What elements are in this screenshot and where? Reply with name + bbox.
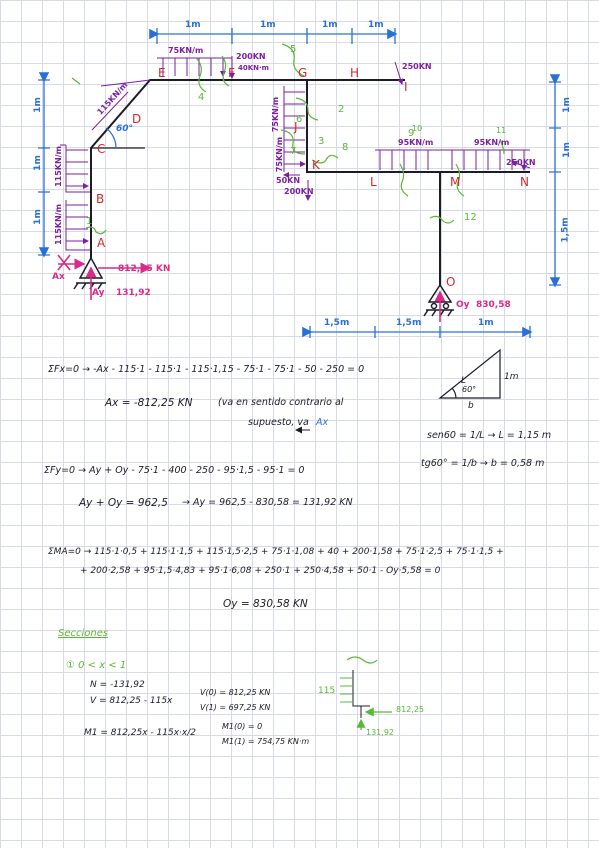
node-n: N xyxy=(520,175,529,189)
triangle-sketch xyxy=(438,348,501,399)
dim-bottom-2: 1,5m xyxy=(396,318,422,328)
reaction-arrows xyxy=(57,254,446,322)
section-1-moment-at-1: M1(1) = 754,75 KN·m xyxy=(222,737,310,746)
cut-mark-6: 6 xyxy=(296,114,303,125)
sections-title: Secciones xyxy=(58,628,109,639)
node-f: F xyxy=(228,66,235,80)
load-gk: 75KN/m xyxy=(271,96,281,133)
node-g: G xyxy=(298,66,308,80)
section-1-normal: N = -131,92 xyxy=(90,680,145,690)
node-k: K xyxy=(312,158,320,172)
load-n: 250KN xyxy=(506,158,536,167)
distributed-loads xyxy=(60,56,531,251)
dimension-lines xyxy=(38,28,561,338)
load-f-point: 200KN xyxy=(236,52,266,61)
reaction-ay-value: 131,92 xyxy=(116,288,151,298)
ax-note-line-1: (va en sentido contrario al xyxy=(218,397,344,408)
section-1-moment-at-0: M1(0) = 0 xyxy=(222,722,263,731)
node-j: J xyxy=(294,120,298,134)
frame-members xyxy=(90,79,530,285)
cut-mark-2: 2 xyxy=(338,104,345,115)
node-d: D xyxy=(132,112,142,126)
ax-result: Ax = -812,25 KN xyxy=(105,397,193,409)
fbd-sketch xyxy=(340,656,392,730)
dim-right-3: 1,5m xyxy=(560,217,571,243)
reaction-oy-value: 830,58 xyxy=(476,300,511,310)
node-b: B xyxy=(96,192,105,206)
dim-top-4: 1m xyxy=(368,20,384,30)
load-k-v: 200KN xyxy=(284,187,314,196)
dim-right-2: 1m xyxy=(561,142,572,158)
cut-mark-1: 1 xyxy=(86,216,93,227)
node-i: I xyxy=(404,80,408,94)
sum-fy-equation: ΣFy=0 → Ay + Oy - 75·1 - 400 - 250 - 95·… xyxy=(44,465,305,476)
dim-left-2: 1m xyxy=(32,155,43,171)
load-lm: 95KN/m xyxy=(398,138,434,147)
cut-mark-8: 8 xyxy=(342,142,349,153)
cut-mark-4: 4 xyxy=(198,92,205,103)
cut-mark-12: 12 xyxy=(464,212,477,223)
triangle-hyp: L xyxy=(461,376,467,386)
node-l: L xyxy=(370,175,377,189)
angle-label: 60° xyxy=(116,124,134,134)
load-f-moment: 40KN·m xyxy=(238,64,269,72)
section-1-range: ① 0 < x < 1 xyxy=(66,660,127,671)
reaction-ax: Ax xyxy=(52,272,65,282)
dim-bottom-1: 1,5m xyxy=(324,318,350,328)
cut-mark-10: 10 xyxy=(412,124,423,133)
reaction-oy: Oy xyxy=(456,300,470,310)
fbd-horizontal-force: 812,25 xyxy=(396,705,424,714)
cut-mark-9: 9 xyxy=(408,128,415,139)
cut-mark-11: 11 xyxy=(496,126,507,135)
sum-ma-equation-1: ΣMA=0 → 115·1·0,5 + 115·1·1,5 + 115·1,5·… xyxy=(48,547,504,557)
cut-mark-7: 7 xyxy=(290,146,297,157)
fy-sum: Ay + Oy = 962,5 xyxy=(79,497,168,509)
reaction-ay: Ay xyxy=(92,288,105,298)
dim-right-1: 1m xyxy=(561,97,572,113)
oy-result: Oy = 830,58 KN xyxy=(223,598,308,610)
node-h: H xyxy=(350,66,360,80)
triangle-angle: 60° xyxy=(462,385,477,394)
dim-left-3: 1m xyxy=(32,209,43,225)
dim-top-1: 1m xyxy=(185,20,201,30)
section-1-shear-at-1: V(1) = 697,25 KN xyxy=(200,703,271,712)
reaction-ax-value: 812,25 KN xyxy=(118,264,171,274)
dim-top-2: 1m xyxy=(260,20,276,30)
tan60-equation: tg60° = 1/b → b = 0,58 m xyxy=(421,458,545,469)
load-cb-top: 115KN/m xyxy=(53,146,63,187)
section-1-shear-at-0: V(0) = 812,25 KN xyxy=(200,688,271,697)
sum-ma-equation-2: + 200·2,58 + 95·1,5·4,83 + 95·1·6,08 + 2… xyxy=(80,566,441,576)
triangle-leg: 1m xyxy=(504,372,519,382)
node-o: O xyxy=(446,275,456,289)
load-gk-low: 75KN/m xyxy=(275,136,285,173)
load-k-h: 50KN xyxy=(276,176,301,185)
section-1-moment: M1 = 812,25x - 115x·x/2 xyxy=(84,728,196,738)
dim-top-3: 1m xyxy=(322,20,338,30)
load-cb-bot: 115KN/m xyxy=(53,204,63,245)
sum-fx-equation: ΣFx=0 → -Ax - 115·1 - 115·1 - 115·1,15 -… xyxy=(48,364,365,375)
angle-arc xyxy=(105,127,117,149)
ay-result: → Ay = 962,5 - 830,58 = 131,92 KN xyxy=(182,497,353,508)
fbd-vertical-force: 131,92 xyxy=(366,728,394,737)
cut-mark-5: 5 xyxy=(290,44,297,55)
sin60-equation: sen60 = 1/L → L = 1,15 m xyxy=(427,430,552,441)
node-m: M xyxy=(450,175,461,189)
section-cut-marks xyxy=(71,43,505,235)
load-mn: 95KN/m xyxy=(474,138,510,147)
load-i: 250KN xyxy=(402,62,432,71)
node-a: A xyxy=(97,236,106,250)
dim-left-1: 1m xyxy=(32,97,43,113)
ax-note-arrow-label: Ax xyxy=(316,417,329,428)
node-c: C xyxy=(97,142,106,156)
ax-note-line-2: supuesto, va xyxy=(248,417,309,428)
cut-mark-3: 3 xyxy=(318,136,325,147)
node-e: E xyxy=(158,66,166,80)
load-ef: 75KN/m xyxy=(168,46,204,55)
section-1-shear: V = 812,25 - 115x xyxy=(90,696,173,706)
triangle-base: b xyxy=(468,401,474,411)
fbd-distributed-load: 115 xyxy=(318,686,336,696)
dim-bottom-3: 1m xyxy=(478,318,494,328)
